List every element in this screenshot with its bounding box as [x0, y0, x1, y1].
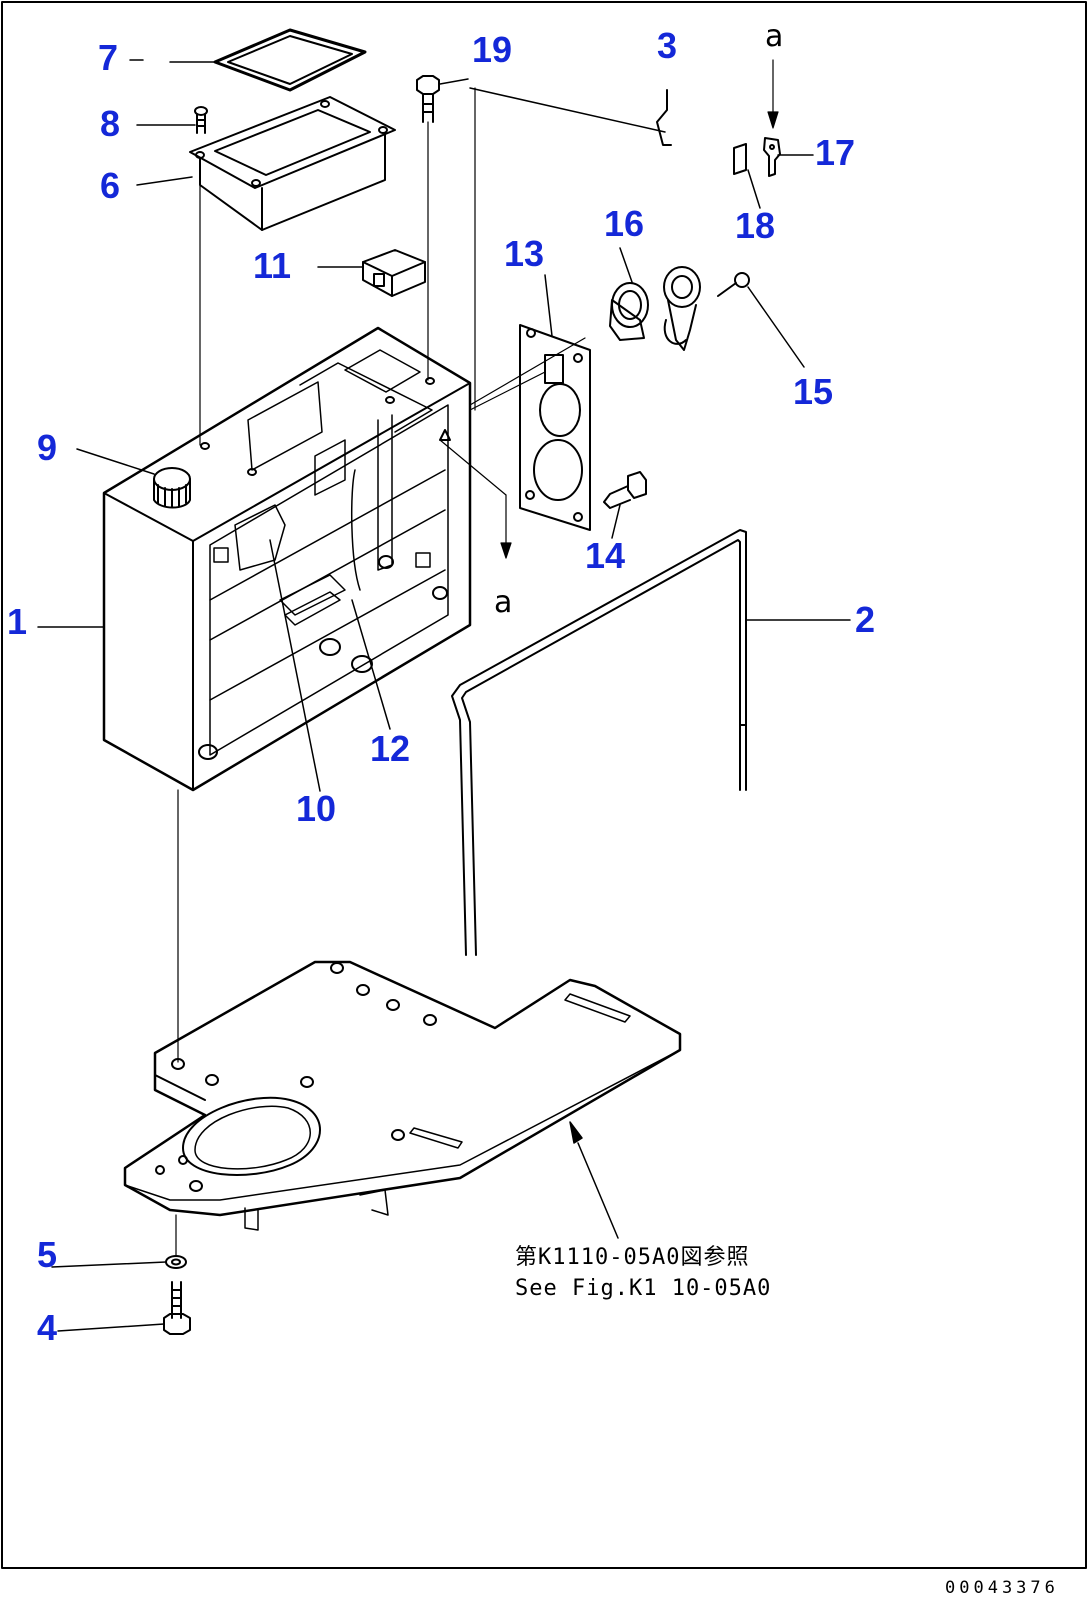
reference-note-en: See Fig.K1 10-05A0	[515, 1276, 772, 1301]
callout-11: 11	[253, 245, 292, 286]
callout-3: 3	[657, 25, 678, 66]
leader-lines	[37, 59, 851, 1332]
part-13-plate	[519, 324, 591, 531]
callout-17: 17	[815, 132, 856, 173]
part-7-mat	[213, 28, 367, 92]
reference-marker-bottom: a	[494, 585, 513, 620]
callout-9: 9	[37, 427, 58, 468]
mounting-plate	[123, 960, 682, 1231]
assembly-lines	[175, 59, 779, 1256]
reference-note-jp: 第K1110-05A0図参照	[515, 1245, 750, 1270]
part-1-box	[102, 326, 472, 792]
callout-12: 12	[370, 728, 411, 769]
part-2-seal	[451, 529, 747, 956]
callout-6: 6	[100, 165, 121, 206]
part-4-bolt	[163, 1281, 191, 1335]
part-8-screw	[194, 106, 208, 134]
callout-7: 7	[98, 37, 119, 78]
document-number: 00043376	[945, 1578, 1059, 1598]
callout-18: 18	[735, 205, 776, 246]
callout-14: 14	[585, 535, 626, 576]
part-17-18-clips	[733, 137, 781, 177]
part-14-screw	[603, 471, 647, 509]
callout-19: 19	[472, 29, 513, 70]
callout-5: 5	[37, 1234, 58, 1275]
part-5-washer	[165, 1255, 187, 1269]
part-19-bolt	[416, 75, 440, 123]
reference-marker-top: a	[765, 19, 784, 54]
callout-13: 13	[504, 233, 545, 274]
callout-16: 16	[604, 203, 645, 244]
callout-2: 2	[855, 599, 876, 640]
callout-4: 4	[37, 1307, 58, 1348]
frame-border	[1, 1, 1087, 1569]
part-3-clip	[656, 89, 672, 146]
part-15-terminal	[717, 272, 750, 297]
callout-8: 8	[100, 103, 121, 144]
callout-15: 15	[793, 371, 834, 412]
part-9-cap	[153, 467, 191, 509]
part-11-switch	[362, 249, 426, 297]
callout-10: 10	[296, 788, 337, 829]
part-6-tray	[189, 96, 396, 231]
callout-1: 1	[7, 601, 28, 642]
part-16-connector	[609, 266, 701, 351]
